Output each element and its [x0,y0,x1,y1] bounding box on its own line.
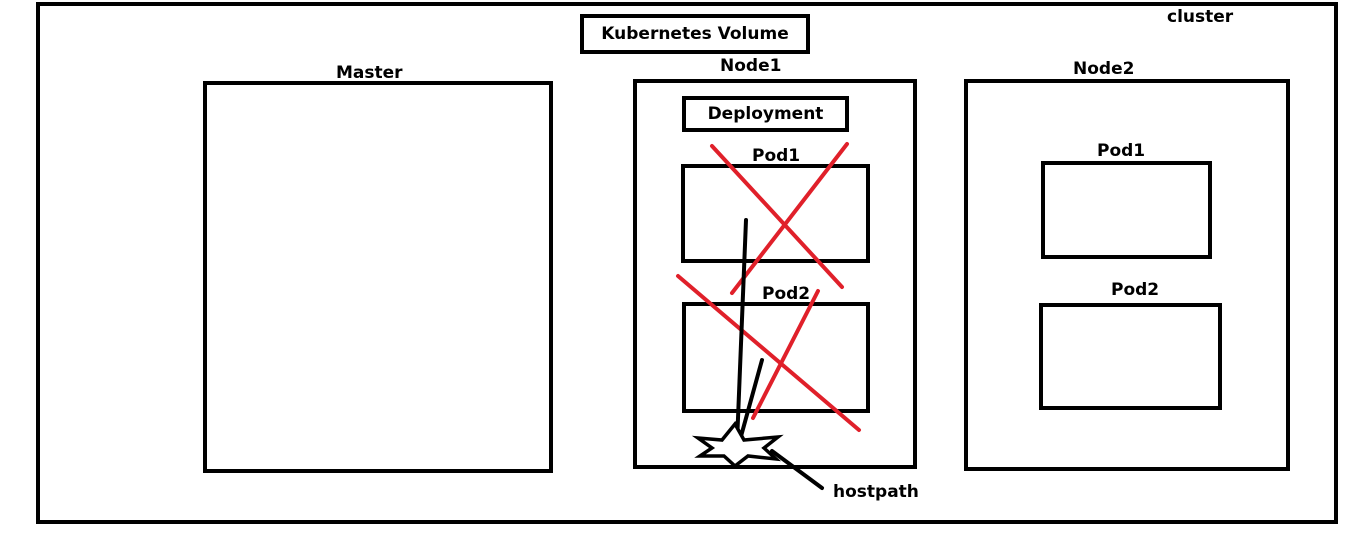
node2-box [964,79,1290,471]
diagram-title: Kubernetes Volume [580,14,810,54]
master-label: Master [336,63,403,83]
deployment-label: Deployment [707,104,824,124]
node1-pod2-box [682,302,870,413]
master-box [203,81,553,473]
node1-pod1-box [681,164,870,263]
node1-pod1-label: Pod1 [752,146,801,166]
diagram-title-text: Kubernetes Volume [601,24,789,44]
cluster-frame [36,2,1338,524]
node2-pod1-box [1041,161,1212,259]
node2-label: Node2 [1073,59,1135,79]
cluster-label: cluster [1167,7,1234,27]
hostpath-label: hostpath [833,482,919,502]
deployment-box: Deployment [682,96,849,132]
node1-label: Node1 [720,56,782,76]
node2-pod2-label: Pod2 [1111,280,1160,300]
node2-pod2-box [1039,303,1222,410]
node2-pod1-label: Pod1 [1097,141,1146,161]
node1-pod2-label: Pod2 [762,284,811,304]
